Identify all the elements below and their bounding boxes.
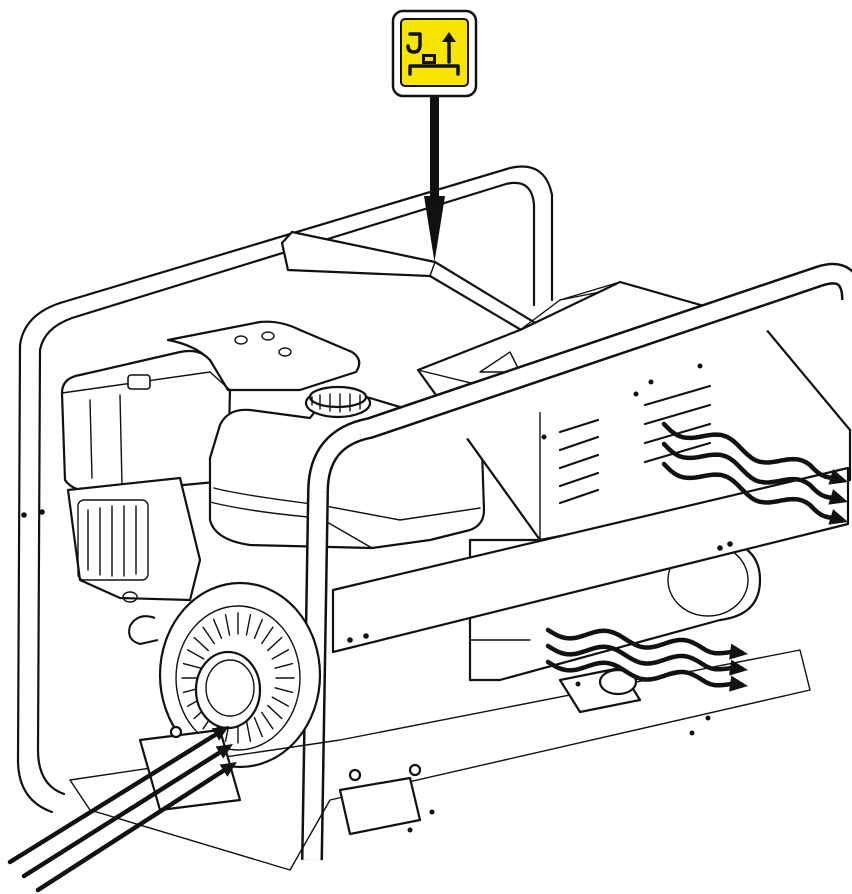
lift-arrow (424, 97, 445, 262)
starter-fin (213, 618, 223, 640)
intake-arrow (21, 750, 222, 879)
exhaust-upper-arrowhead (828, 469, 848, 485)
starter-fin (274, 662, 294, 669)
starter-fin (260, 626, 274, 645)
exhaust-lower-arrowhead (729, 675, 748, 692)
exhaust-lower-arrow (545, 643, 737, 672)
lifting-hook-icon (406, 32, 460, 76)
exhaust-lower-arrowhead (729, 643, 748, 660)
vent-louvres-left (558, 418, 600, 505)
starter-fin (193, 636, 209, 652)
intake-arrowhead (215, 744, 233, 759)
exhaust-lower-arrow (545, 627, 737, 656)
starter-fin (274, 687, 294, 694)
exhaust-upper-arrow (661, 421, 837, 481)
intake-arrowhead (211, 726, 229, 741)
airflow-exhaust-upper-arrows (661, 421, 848, 525)
starter-fin (245, 720, 252, 743)
engine-block (66, 476, 202, 603)
starter-fin (253, 618, 263, 640)
starter-fin (271, 696, 290, 707)
exhaust-upper-arrowhead (828, 509, 848, 525)
exhaust-upper-arrowhead (828, 489, 848, 505)
starter-fin (267, 704, 283, 720)
starter-fin (267, 636, 283, 652)
exhaust-lower-arrowhead (729, 659, 748, 676)
starter-fin (182, 662, 202, 669)
exhaust-upper-arrow (661, 461, 837, 521)
lift-point-sign (391, 9, 478, 98)
vent-louvres-right (643, 384, 712, 464)
exhaust-upper-arrow (661, 441, 837, 501)
rear-frame (16, 165, 554, 814)
starter-fin (202, 626, 216, 645)
starter-fin (271, 649, 290, 660)
exhaust-lower-arrow (545, 659, 737, 688)
starter-fin (224, 613, 231, 636)
intake-arrow (35, 768, 226, 893)
starter-fin (245, 613, 252, 636)
starter-fin (186, 649, 205, 660)
airflow-exhaust-lower-arrows (545, 627, 748, 692)
recoil-starter (128, 581, 322, 769)
starter-fin (260, 711, 274, 730)
intake-arrowhead (219, 762, 237, 777)
base-skid (69, 649, 811, 871)
airflow-intake-arrows (7, 726, 237, 893)
starter-fin (253, 716, 263, 738)
intake-arrow (7, 732, 218, 865)
